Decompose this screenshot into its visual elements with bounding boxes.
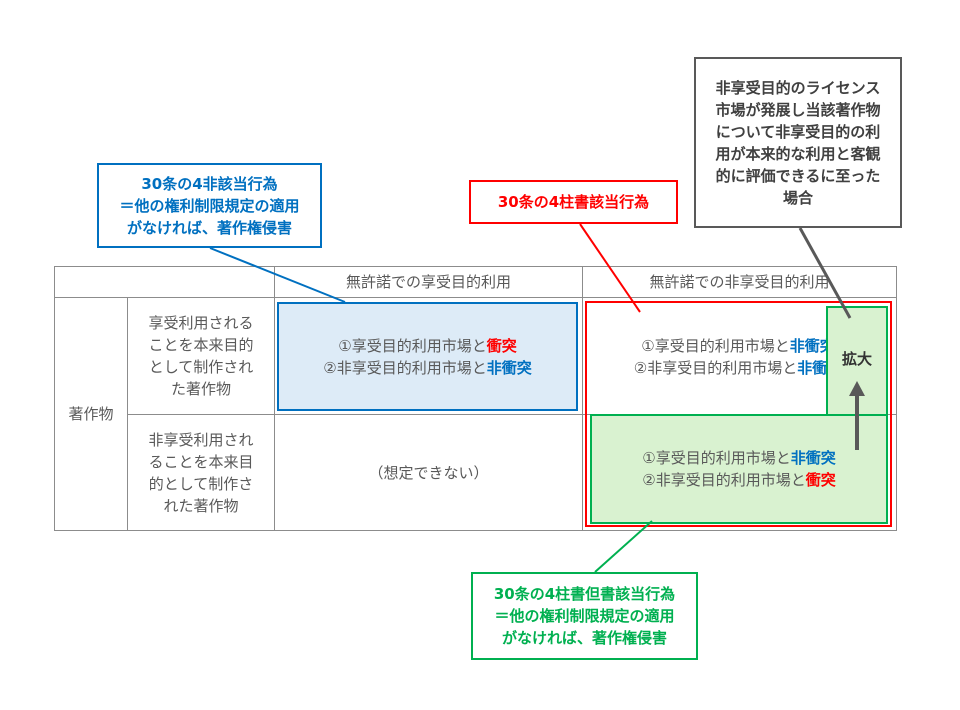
row1-label-line4: た著作物 [170, 380, 231, 398]
col-header-non-enjoyment-use: 無許諾での非享受目的利用 [649, 273, 830, 291]
cell-r2c2-line1: ①享受目的利用市場と非衝突 [642, 447, 835, 469]
table-border-top [54, 266, 897, 267]
cell-r1c1-line2-emph: 非衝突 [486, 358, 532, 377]
callout-gray-line4: 用が本来的な利用と客観 [715, 144, 881, 163]
cell-r1c1-line1: ①享受目的利用市場と衝突 [338, 335, 516, 357]
callout-blue-line3: がなければ、著作権侵害 [126, 218, 292, 237]
row1-label: 享受利用される ことを本来目的 として制作され た著作物 [128, 298, 274, 414]
cell-r2c2-line1-text: ①享受目的利用市場と [642, 449, 791, 467]
callout-green-proviso: 30条の4柱書但書該当行為 ＝他の権利制限規定の適用 がなければ、著作権侵害 [471, 572, 698, 660]
cell-r2c2-line2: ②非享受目的利用市場と衝突 [642, 469, 835, 491]
callout-gray-line2: 市場が発展し当該著作物 [715, 100, 881, 119]
row1-label-line3: として制作され [148, 358, 254, 376]
callout-gray-condition: 非享受目的のライセンス 市場が発展し当該著作物 について非享受目的の利 用が本来… [694, 57, 902, 228]
row1-label-line1: 享受利用される [148, 314, 254, 332]
cell-r1c1-line2-text: ②非享受目的利用市場と [323, 358, 487, 377]
cell-r2c2-line2-text: ②非享受目的利用市場と [642, 471, 806, 489]
cell-r1c2-line2: ②非享受目的利用市場と非衝突 [634, 357, 842, 379]
cell-r2c2-line1-emph: 非衝突 [790, 449, 836, 467]
table-col-divider-a [127, 297, 128, 531]
callout-red-line1: 30条の4柱書該当行為 [497, 193, 650, 211]
expand-label: 拡大 [841, 350, 872, 368]
cell-r1c2-line1-emph: 非衝突 [789, 336, 835, 355]
row2-label-line3: 的として制作さ [148, 474, 254, 493]
callout-red-applicable: 30条の4柱書該当行為 [469, 180, 678, 224]
cell-r1c1-blue-box: ①享受目的利用市場と衝突 ②非享受目的利用市場と非衝突 [277, 302, 578, 411]
table-border-right [896, 266, 897, 531]
callout-green-line2: ＝他の権利制限規定の適用 [494, 607, 675, 625]
callout-gray-line1: 非享受目的のライセンス [715, 78, 881, 97]
callout-gray-line5: 的に評価できるに至った [715, 166, 881, 185]
callout-green-line1: 30条の4柱書但書該当行為 [493, 585, 676, 603]
callout-gray-line3: について非享受目的の利 [715, 122, 881, 141]
cell-r1c1-line2: ②非享受目的利用市場と非衝突 [323, 357, 531, 379]
row2-label-line2: ることを本来目 [148, 452, 254, 471]
table-row-divider [127, 414, 897, 415]
cell-r1c1-line1-emph: 衝突 [486, 336, 517, 355]
table-col-divider-b [274, 266, 275, 531]
cell-r1c1-line1-text: ①享受目的利用市場と [338, 336, 487, 355]
cell-r1c2-line2-text: ②非享受目的利用市場と [633, 358, 798, 377]
cell-r2c1: （想定できない） [368, 463, 489, 482]
callout-green-line3: がなければ、著作権侵害 [501, 629, 667, 647]
table-border-bottom [54, 530, 897, 531]
callout-blue-line2: ＝他の権利制限規定の適用 [119, 196, 300, 215]
cell-r1c2-line1: ①享受目的利用市場と非衝突 [641, 335, 834, 357]
table-col-divider-c [582, 266, 583, 531]
table-border-left [54, 266, 55, 531]
cell-r1c2-line1-text: ①享受目的利用市場と [641, 336, 790, 355]
row1-label-line2: ことを本来目的 [148, 336, 254, 354]
callout-gray-line6: 場合 [782, 188, 813, 207]
row2-label: 非享受利用され ることを本来目 的として制作さ れた著作物 [128, 415, 274, 530]
col-header-empty [55, 267, 274, 297]
row2-label-line1: 非享受利用され [148, 430, 254, 449]
callout-blue-line1: 30条の4非該当行為 [141, 174, 278, 193]
col-header-enjoyment-use: 無許諾での享受目的利用 [345, 273, 511, 291]
cell-r2c2-green-box: ①享受目的利用市場と非衝突 ②非享受目的利用市場と衝突 [590, 414, 888, 524]
red-region-box [585, 301, 892, 527]
callout-blue-non-applicable: 30条の4非該当行為 ＝他の権利制限規定の適用 がなければ、著作権侵害 [97, 163, 322, 248]
cell-r2c2-line2-emph: 衝突 [805, 471, 836, 489]
row-group-label: 著作物 [68, 405, 114, 423]
row2-label-line4: れた著作物 [163, 496, 239, 515]
table-header-divider [54, 297, 897, 298]
